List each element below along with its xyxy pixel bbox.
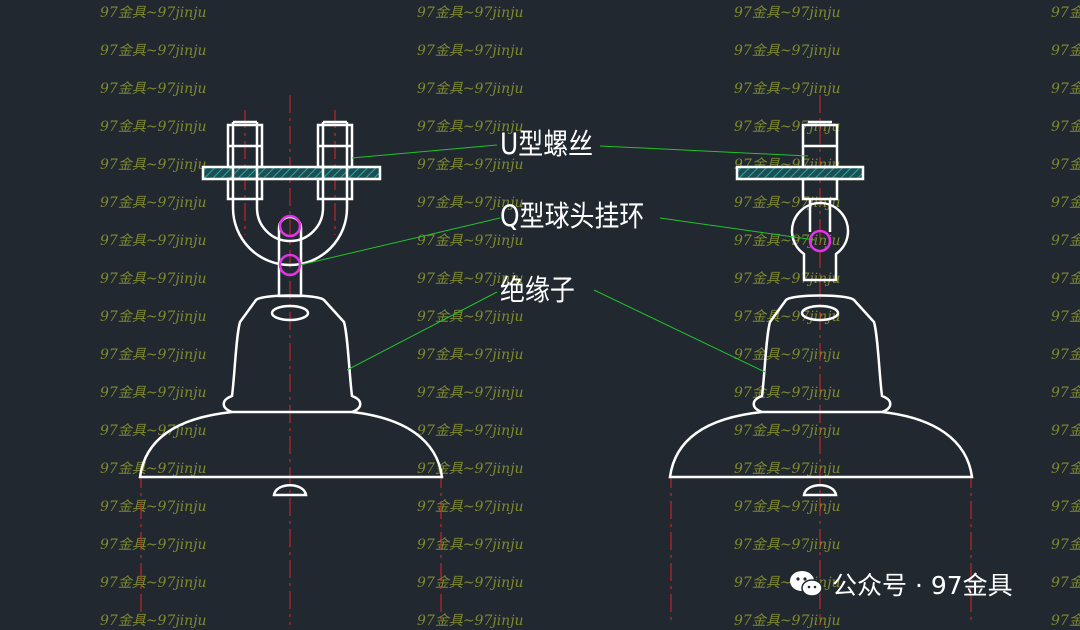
credit-text: 公众号 · 97金具 bbox=[832, 571, 1013, 600]
left-insulator-pin bbox=[272, 484, 308, 497]
right-cap-socket bbox=[800, 304, 840, 322]
leader-insulator-left bbox=[346, 291, 498, 371]
leader-u-bolt-left bbox=[351, 144, 498, 159]
left-insulator-shed bbox=[138, 410, 444, 479]
right-u-bolt bbox=[735, 120, 865, 232]
leader-ball-ring-left bbox=[299, 217, 501, 266]
credit-watermark: 公众号 · 97金具 bbox=[788, 566, 1013, 602]
right-crossbar bbox=[735, 165, 865, 181]
right-assembly bbox=[668, 95, 974, 625]
right-insulator-cap bbox=[752, 294, 892, 414]
right-insulator-shed bbox=[668, 410, 974, 479]
left-insulator-cap bbox=[222, 294, 362, 414]
right-insulator bbox=[668, 294, 974, 497]
wechat-icon bbox=[788, 569, 824, 599]
leader-insulator-right bbox=[593, 289, 766, 373]
left-assembly bbox=[138, 95, 444, 625]
left-u-bolt-inner bbox=[255, 122, 325, 243]
right-ball-ring bbox=[790, 201, 850, 282]
left-u-bolt-outer bbox=[231, 122, 349, 267]
right-centerlines bbox=[670, 95, 972, 625]
leader-lines bbox=[299, 144, 816, 373]
label-insulator: 绝缘子 bbox=[500, 273, 575, 307]
label-u-bolt: U型螺丝 bbox=[500, 127, 594, 161]
right-insulator-pin bbox=[802, 484, 838, 497]
left-nut-left-bottom bbox=[226, 177, 264, 201]
left-insulator bbox=[138, 294, 444, 497]
left-nut-right-bottom bbox=[316, 177, 354, 201]
label-ball-ring: Q型球头挂环 bbox=[500, 199, 645, 233]
left-u-bolt bbox=[201, 120, 382, 267]
leader-ball-ring-right bbox=[659, 217, 816, 241]
leader-u-bolt-right bbox=[599, 145, 809, 157]
left-crossbar bbox=[201, 165, 382, 181]
right-nut-bottom bbox=[801, 177, 839, 201]
left-cap-socket bbox=[270, 304, 310, 322]
